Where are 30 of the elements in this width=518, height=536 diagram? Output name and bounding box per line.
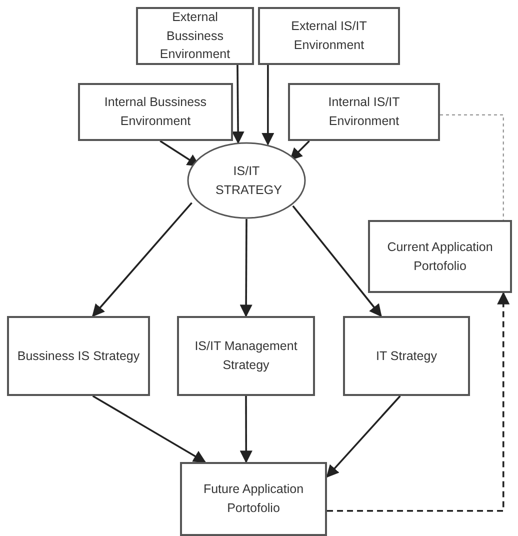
node-text: External Bussiness Environment bbox=[158, 8, 232, 64]
process-box bbox=[258, 7, 400, 65]
node-text: External IS/IT Environment bbox=[290, 18, 368, 54]
process-box bbox=[288, 83, 440, 141]
arrow bbox=[92, 395, 206, 463]
node-text: IS/IT STRATEGY bbox=[214, 162, 282, 198]
node-text: Internal Bussiness Environment bbox=[103, 94, 208, 130]
process-box bbox=[136, 7, 254, 65]
dashed-connector bbox=[440, 114, 504, 220]
arrow bbox=[232, 65, 244, 144]
arrow bbox=[326, 395, 401, 478]
arrow bbox=[240, 219, 252, 318]
process-box bbox=[78, 83, 233, 141]
arrow bbox=[262, 65, 274, 146]
dashed-connector bbox=[327, 292, 510, 512]
node-text: IT Strategy bbox=[375, 348, 438, 365]
strategy-ellipse bbox=[187, 142, 306, 219]
arrow bbox=[292, 205, 382, 317]
process-box bbox=[343, 316, 470, 396]
process-box bbox=[180, 462, 327, 536]
node-text: IS/IT Management Strategy bbox=[194, 338, 298, 374]
process-box bbox=[7, 316, 150, 396]
node-text: Future Application Portofolio bbox=[202, 481, 305, 517]
node-text: Current Application Portofolio bbox=[386, 238, 494, 274]
arrow bbox=[92, 202, 192, 317]
node-text: Internal IS/IT Environment bbox=[327, 94, 401, 130]
arrow bbox=[240, 396, 252, 464]
node-text: Bussiness IS Strategy bbox=[16, 348, 141, 365]
process-box bbox=[177, 316, 315, 396]
process-box bbox=[368, 220, 512, 293]
